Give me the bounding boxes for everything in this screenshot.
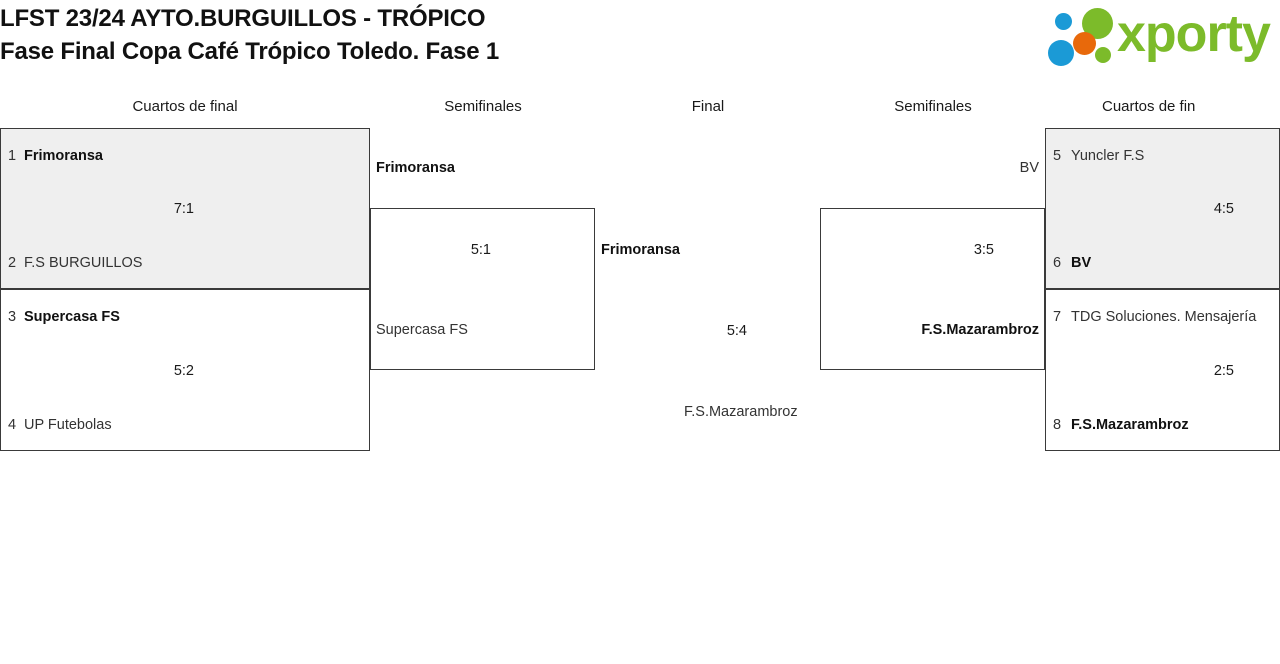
round-header-semifinales-right: Semifinales bbox=[894, 98, 972, 115]
seed-qf4-bottom: 8 bbox=[1053, 417, 1062, 433]
score-sf1: 5:1 bbox=[470, 242, 491, 258]
team-qf2-bottom[interactable]: UP Futebolas bbox=[24, 417, 112, 433]
round-header-final: Final bbox=[691, 98, 725, 115]
match-box-qf1[interactable] bbox=[0, 128, 370, 289]
page-title: LFST 23/24 AYTO.BURGUILLOS - TRÓPICO Fas… bbox=[0, 2, 1000, 68]
score-final: 5:4 bbox=[726, 323, 747, 339]
logo-dot-blue-small-icon bbox=[1055, 13, 1072, 30]
match-box-qf3[interactable] bbox=[1045, 128, 1280, 289]
score-qf3: 4:5 bbox=[1213, 201, 1234, 217]
match-box-sf1[interactable] bbox=[370, 208, 595, 370]
team-qf1-bottom[interactable]: F.S BURGUILLOS bbox=[24, 255, 143, 271]
team-qf1-top[interactable]: Frimoransa bbox=[24, 148, 103, 164]
seed-qf4-top: 7 bbox=[1053, 309, 1062, 325]
round-header-cuartos-de-final-left: Cuartos de final bbox=[132, 98, 238, 115]
round-header-cuartos-de-final-right: Cuartos de fin bbox=[1102, 98, 1196, 115]
logo-dot-green-small-icon bbox=[1095, 47, 1111, 63]
match-box-sf2[interactable] bbox=[820, 208, 1045, 370]
logo-wordmark: xporty bbox=[1117, 5, 1271, 63]
team-qf4-top[interactable]: TDG Soluciones. Mensajería bbox=[1071, 309, 1257, 325]
logo-dots-icon bbox=[1045, 4, 1119, 70]
score-qf2: 5:2 bbox=[173, 363, 194, 379]
score-qf4: 2:5 bbox=[1213, 363, 1234, 379]
team-final-top[interactable]: Frimoransa bbox=[601, 242, 680, 258]
team-qf2-top[interactable]: Supercasa FS bbox=[24, 309, 120, 325]
round-header-semifinales-left: Semifinales bbox=[444, 98, 522, 115]
seed-qf1-top: 1 bbox=[8, 148, 17, 164]
team-sf1-bottom[interactable]: Supercasa FS bbox=[376, 322, 468, 338]
team-qf3-bottom[interactable]: BV bbox=[1071, 255, 1092, 271]
team-final-bottom[interactable]: F.S.Mazarambroz bbox=[684, 404, 798, 420]
match-box-qf4[interactable] bbox=[1045, 289, 1280, 451]
team-sf2-bottom[interactable]: F.S.Mazarambroz bbox=[921, 322, 1039, 338]
match-box-qf2[interactable] bbox=[0, 289, 370, 451]
page-header: LFST 23/24 AYTO.BURGUILLOS - TRÓPICO Fas… bbox=[0, 0, 1280, 78]
score-sf2: 3:5 bbox=[973, 242, 994, 258]
seed-qf2-top: 3 bbox=[8, 309, 17, 325]
seed-qf2-bottom: 4 bbox=[8, 417, 17, 433]
title-line-1: LFST 23/24 AYTO.BURGUILLOS - TRÓPICO bbox=[0, 5, 486, 32]
seed-qf3-bottom: 6 bbox=[1053, 255, 1062, 271]
xporty-logo[interactable]: xporty bbox=[1045, 4, 1277, 70]
score-qf1: 7:1 bbox=[173, 201, 194, 217]
seed-qf3-top: 5 bbox=[1053, 148, 1062, 164]
team-qf3-top[interactable]: Yuncler F.S bbox=[1071, 148, 1145, 164]
logo-dot-blue-large-icon bbox=[1048, 40, 1074, 66]
team-sf1-top[interactable]: Frimoransa bbox=[376, 160, 455, 176]
seed-qf1-bottom: 2 bbox=[8, 255, 17, 271]
title-line-2: Fase Final Copa Café Trópico Toledo. Fas… bbox=[0, 38, 500, 65]
team-sf2-top[interactable]: BV bbox=[1019, 160, 1039, 176]
team-qf4-bottom[interactable]: F.S.Mazarambroz bbox=[1071, 417, 1189, 433]
logo-dot-orange-icon bbox=[1073, 32, 1096, 55]
